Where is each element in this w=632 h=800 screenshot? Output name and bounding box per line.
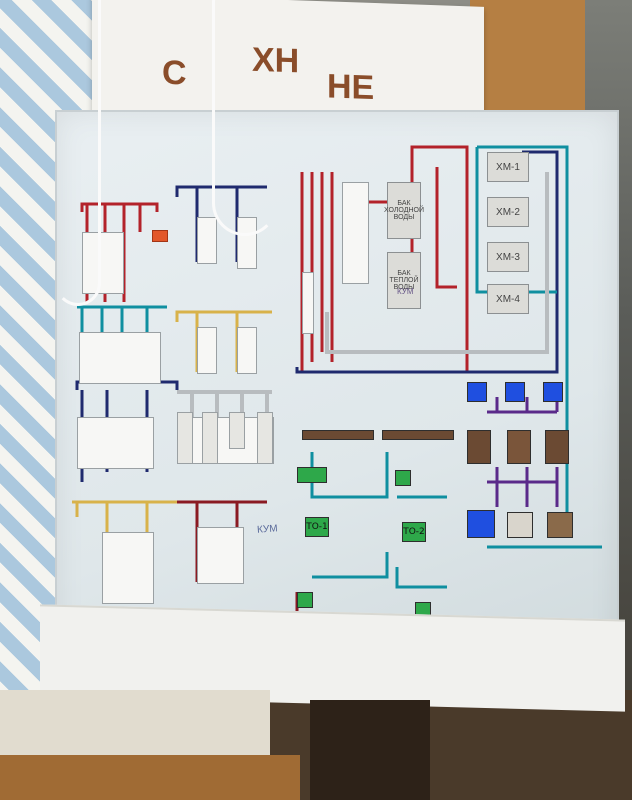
empty-slot xyxy=(229,412,245,449)
brown-module xyxy=(507,430,531,464)
breaker-box xyxy=(82,232,124,294)
green-tag xyxy=(297,592,313,608)
pump-tag: ТО-2 xyxy=(402,522,426,542)
blue-indicator xyxy=(505,382,525,402)
breaker-box xyxy=(197,527,244,584)
pump-tag-label: ТО-2 xyxy=(403,527,425,537)
brown-module xyxy=(467,430,491,464)
breaker-box xyxy=(237,327,257,374)
pump-tag-label: ТО-1 xyxy=(306,522,328,532)
sign-letter: С xyxy=(162,53,187,93)
green-tag xyxy=(395,470,411,486)
empty-slot xyxy=(257,412,273,464)
blue-indicator xyxy=(467,382,487,402)
dark-gap xyxy=(310,700,430,800)
handwritten-note: КУМ xyxy=(256,523,278,536)
tank-label: БАК ХОЛОДНОЙ ВОДЫ xyxy=(384,200,424,221)
brown-module xyxy=(547,512,573,538)
warm-water-tank: БАК ТЕПЛОЙ ВОДЫ xyxy=(387,252,421,309)
breaker-box xyxy=(342,182,369,284)
blue-indicator xyxy=(543,382,563,402)
missing-label-strip xyxy=(302,430,374,440)
chiller-unit: ХМ-4 xyxy=(487,284,529,314)
hanging-wire xyxy=(55,0,101,306)
breaker-box xyxy=(79,332,161,384)
tank-label: БАК ТЕПЛОЙ ВОДЫ xyxy=(389,270,419,291)
wooden-backboard xyxy=(470,0,590,130)
chiller-label: ХМ-3 xyxy=(496,251,520,263)
green-tag xyxy=(297,467,327,483)
cabinet-front xyxy=(0,755,300,800)
breaker-box xyxy=(197,327,217,374)
cold-water-tank: БАК ХОЛОДНОЙ ВОДЫ xyxy=(384,182,424,239)
chiller-label: ХМ-1 xyxy=(496,161,520,173)
chiller-unit: ХМ-1 xyxy=(487,152,529,182)
chiller-unit: ХМ-2 xyxy=(487,197,529,227)
hanging-wire xyxy=(212,0,278,236)
brown-module xyxy=(545,430,569,464)
breaker-box xyxy=(197,217,217,264)
pump-tag: ТО-1 xyxy=(305,517,329,537)
sign-letter: НЕ xyxy=(327,67,375,108)
handwritten-note: КУМ xyxy=(397,287,414,296)
gray-module xyxy=(507,512,533,538)
indicator-light xyxy=(152,230,168,242)
chiller-label: ХМ-4 xyxy=(496,293,520,305)
blue-indicator xyxy=(467,510,495,538)
chiller-unit: ХМ-3 xyxy=(487,242,529,272)
mimic-diagram-panel: БАК ХОЛОДНОЙ ВОДЫ БАК ТЕПЛОЙ ВОДЫ ХМ-1 Х… xyxy=(55,110,619,689)
missing-label-strip xyxy=(382,430,454,440)
breaker-box xyxy=(302,272,314,334)
breaker-box xyxy=(102,532,154,604)
empty-slot xyxy=(202,412,218,464)
chiller-label: ХМ-2 xyxy=(496,206,520,218)
breaker-box xyxy=(77,417,154,469)
empty-slot xyxy=(177,412,193,464)
